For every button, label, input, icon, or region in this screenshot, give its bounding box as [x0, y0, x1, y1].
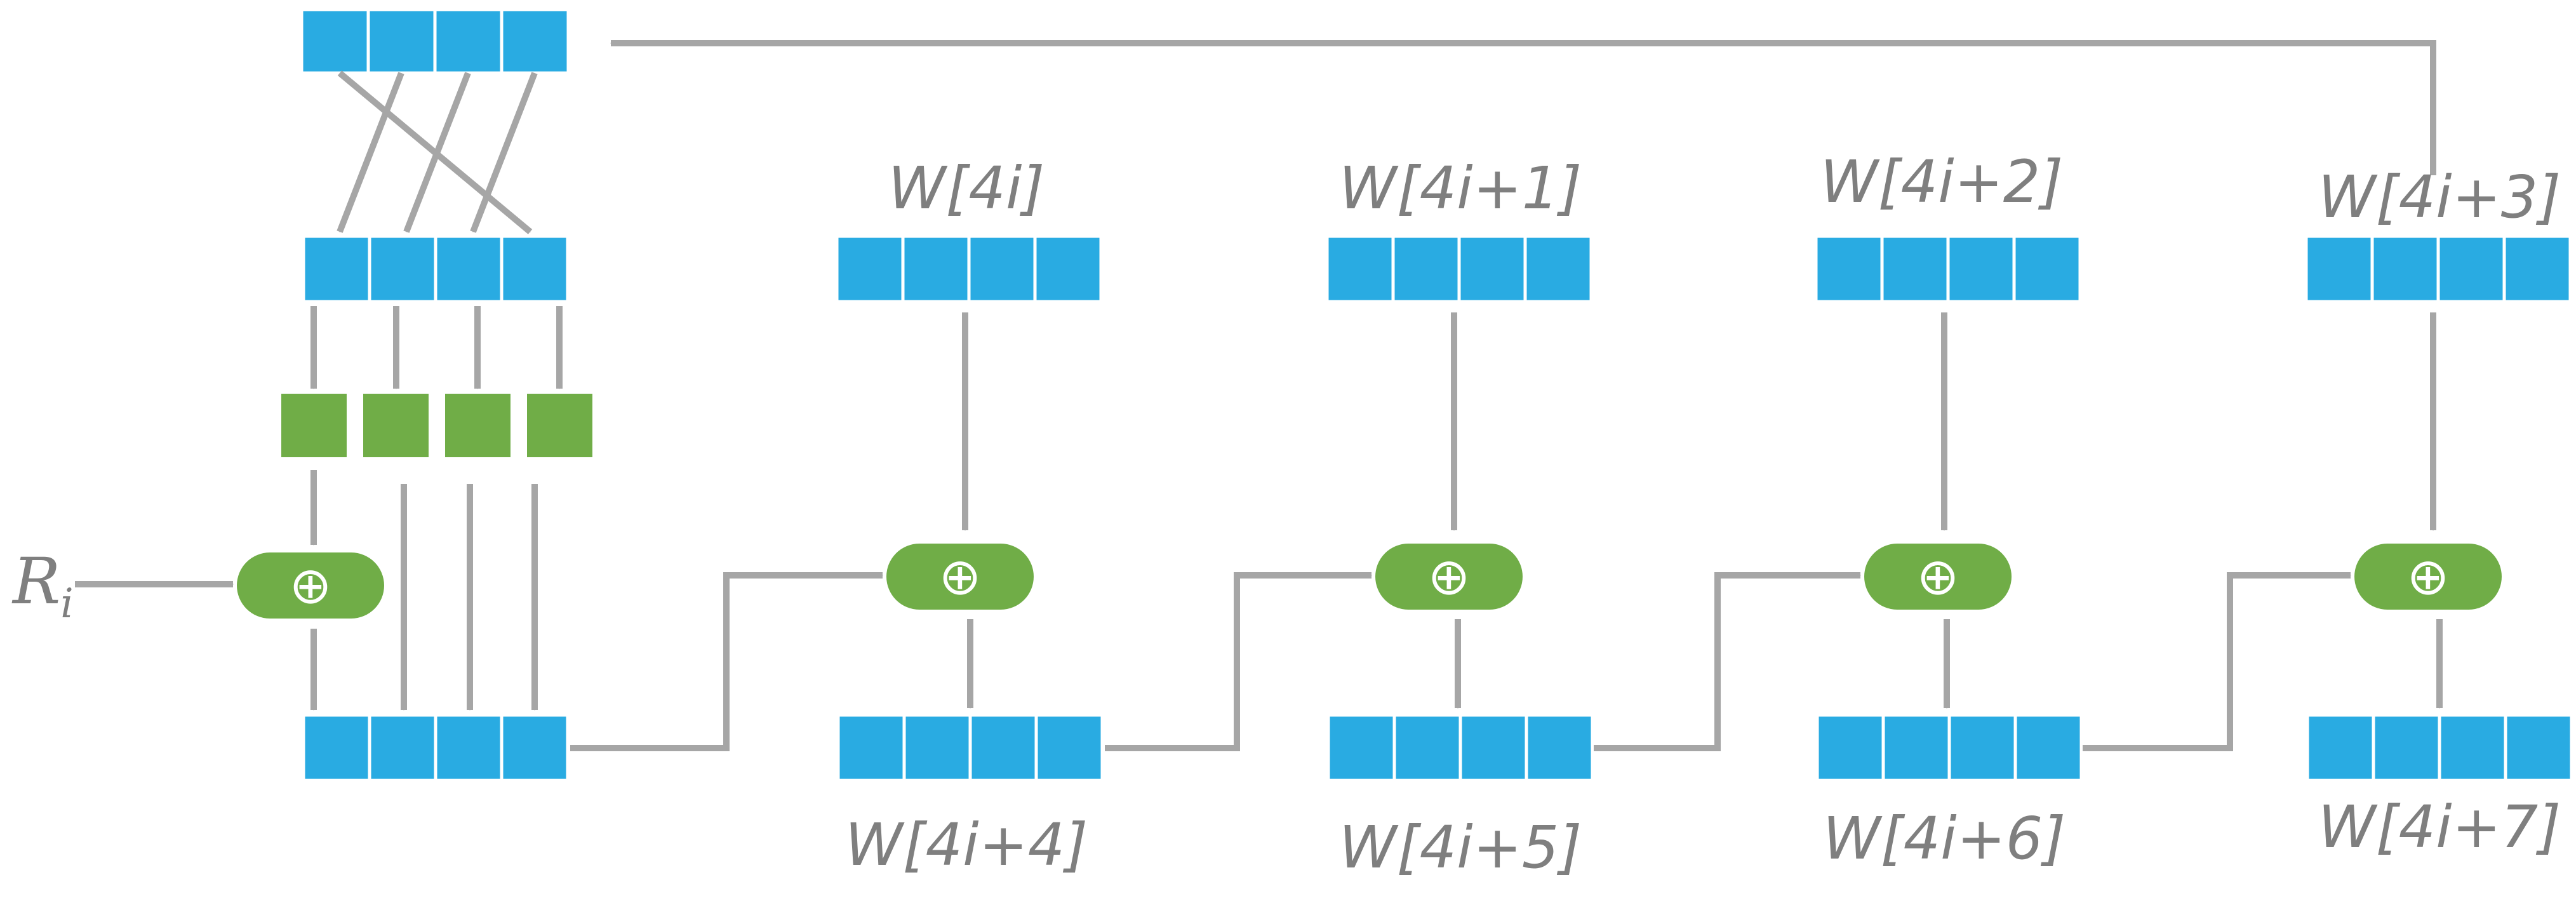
- rotate-arrow-3: [403, 72, 471, 233]
- xor-node-1: ⊕: [1375, 544, 1523, 610]
- xor-node-2: ⊕: [1864, 544, 2012, 610]
- word-register-input-0: [835, 234, 1103, 304]
- xor-symbol: ⊕: [1427, 547, 1470, 606]
- word-register-output-3: [2306, 713, 2573, 782]
- word-register-output-2: [1815, 713, 2083, 782]
- output-word-label-1: W[4i+5]: [1339, 813, 1582, 881]
- xor-node-0: ⊕: [886, 544, 1034, 610]
- input-word-label-1: W[4i+1]: [1339, 154, 1582, 222]
- output-word-label-0: W[4i+4]: [845, 811, 1088, 879]
- xor-symbol: ⊕: [1916, 547, 1959, 606]
- ri-symbol: R: [11, 544, 60, 619]
- word-register-temp: [302, 713, 570, 782]
- input-word-label-2: W[4i+2]: [1820, 148, 2063, 216]
- xor-node-3: ⊕: [2354, 544, 2502, 610]
- word-register-input-2: [1814, 234, 2082, 304]
- chain-output-1-to-xor-2: [1594, 572, 1861, 751]
- rotate-arrow-2: [337, 72, 404, 233]
- input-word-label-0: W[4i]: [888, 154, 1045, 222]
- sbox-1: [363, 394, 429, 457]
- word-register-output-1: [1326, 713, 1594, 782]
- ri-label: Ri: [11, 544, 74, 627]
- sbox-2: [445, 394, 511, 457]
- ri-subscript: i: [60, 580, 73, 627]
- xor-node-ri: ⊕: [237, 552, 384, 619]
- xor-symbol: ⊕: [938, 547, 981, 606]
- sbox-0: [281, 394, 347, 457]
- word-register-output-0: [836, 713, 1104, 782]
- output-word-label-3: W[4i+7]: [2318, 793, 2561, 861]
- input-word-label-3: W[4i+3]: [2318, 163, 2561, 231]
- chain-temp-to-xor-0: [570, 572, 883, 751]
- output-word-label-2: W[4i+6]: [1823, 805, 2065, 873]
- word-register-input-1: [1325, 234, 1593, 304]
- chain-output-0-to-xor-1: [1105, 572, 1372, 751]
- xor-symbol: ⊕: [2406, 547, 2449, 606]
- rotate-arrow-4: [470, 72, 538, 233]
- word-register-rotated: [302, 234, 570, 304]
- xor-symbol: ⊕: [289, 556, 331, 615]
- word-register-feedback: [300, 8, 570, 75]
- sbox-3: [527, 394, 592, 457]
- chain-output-2-to-xor-3: [2083, 572, 2351, 751]
- word-register-input-3: [2304, 234, 2572, 304]
- feedback-line: [610, 40, 2436, 175]
